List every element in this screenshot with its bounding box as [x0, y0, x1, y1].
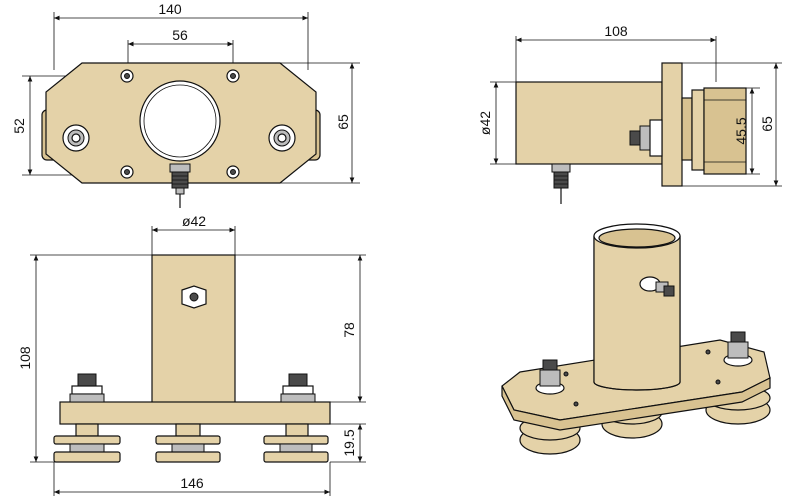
side-view: 108 ø42 45.5 65 — [477, 23, 782, 204]
dim-top-width: 140 — [158, 1, 182, 17]
front-view: ø42 108 78 19.5 146 — [17, 213, 366, 496]
dim-front-base: 19.5 — [341, 429, 357, 456]
dim-top-height-inner: 52 — [11, 118, 27, 134]
dim-front-height-total: 108 — [17, 346, 33, 370]
dim-side-diameter: ø42 — [477, 111, 493, 135]
isometric-view — [501, 223, 771, 455]
dim-hole-spacing: 56 — [172, 27, 188, 43]
dim-front-diameter: ø42 — [182, 213, 206, 229]
dim-top-height-outer: 65 — [335, 114, 351, 130]
wheel-icon — [53, 423, 329, 463]
dim-side-flange: 45.5 — [733, 117, 749, 144]
dim-side-length: 108 — [604, 23, 628, 39]
screw-icon — [120, 69, 240, 179]
dim-front-width: 146 — [180, 475, 204, 491]
dim-front-height-tube: 78 — [341, 322, 357, 338]
bolt-icon — [69, 373, 316, 403]
dim-side-height: 65 — [759, 116, 775, 132]
top-view: 140 56 52 65 — [11, 1, 360, 208]
